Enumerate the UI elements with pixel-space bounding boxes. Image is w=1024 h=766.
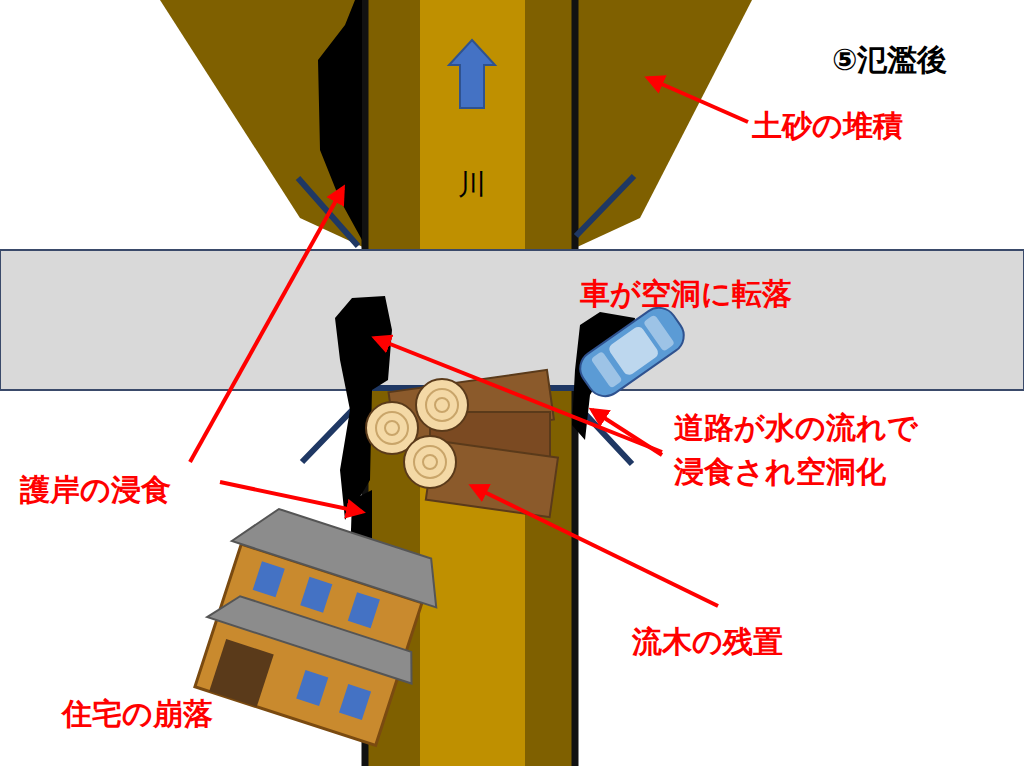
driftwood xyxy=(366,370,558,517)
callout-label: 車が空洞に転落 xyxy=(580,272,792,316)
callout-label: 土砂の堆積 xyxy=(752,104,903,148)
diagram-title: ⑤氾濫後 xyxy=(832,38,947,82)
fallen-car xyxy=(573,301,691,403)
river-upper xyxy=(365,0,575,250)
collapsed-house xyxy=(185,498,450,750)
callout-label: 護岸の浸食 xyxy=(20,468,171,512)
callout-label: 道路が水の流れで 浸食され空洞化 xyxy=(674,406,936,493)
leader-arrows xyxy=(190,78,748,606)
river-label: 川 xyxy=(458,165,486,206)
callout-label: 住宅の崩落 xyxy=(62,692,213,736)
callout-label: 流木の残置 xyxy=(632,620,783,664)
